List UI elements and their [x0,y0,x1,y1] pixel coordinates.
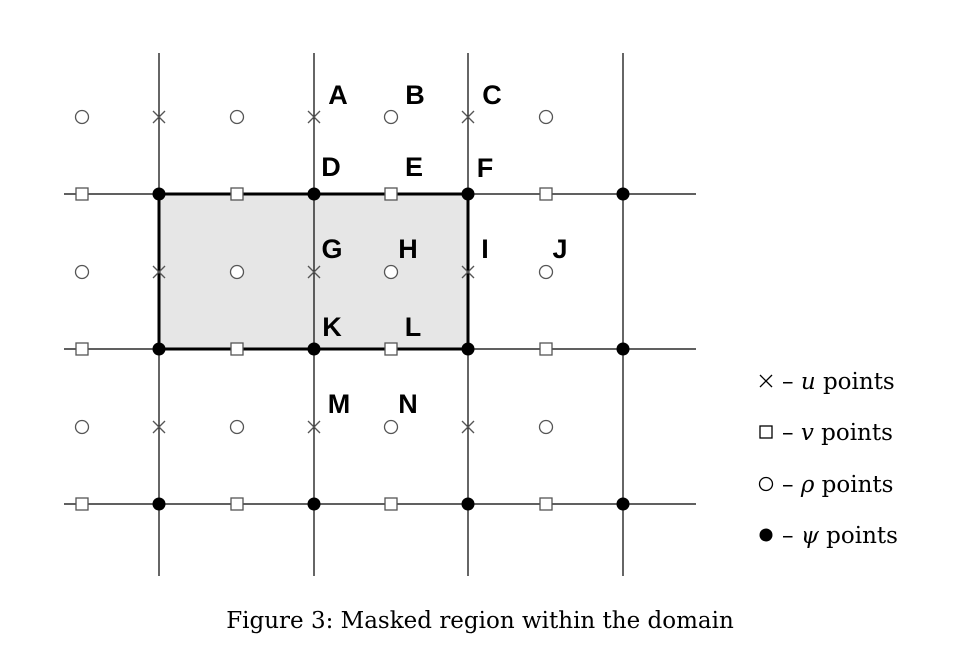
cell-label-b: B [405,80,425,110]
legend-label: – u points [782,369,895,395]
psi-point [307,187,321,201]
legend-text: points [814,472,893,498]
cell-label-f: F [477,153,494,183]
v-point [230,497,244,511]
u-point [461,110,475,124]
cell-label-e: E [405,152,423,182]
cell-label-n: N [398,389,418,419]
rho-point [229,109,245,125]
legend-dash: – [782,472,801,498]
cell-label-c: C [482,80,502,110]
legend-math-symbol: ρ [800,472,815,498]
v-point [539,187,553,201]
psi-point [307,497,321,511]
rho-point [383,109,399,125]
legend-math-symbol: v [801,420,814,446]
rho-point [229,419,245,435]
psi-point [616,497,630,511]
psi-point [307,342,321,356]
rho-point [74,264,90,280]
rho-point [538,264,554,280]
cell-label-i: I [481,234,489,264]
rho-point [538,109,554,125]
u-point [307,265,321,279]
cell-label-h: H [398,234,418,264]
psi-point [616,342,630,356]
figure-caption: Figure 3: Masked region within the domai… [226,608,734,634]
u-point [307,110,321,124]
legend-dash: – [782,420,801,446]
legend-label: – ψ points [782,523,898,549]
v-point [230,187,244,201]
cell-labels-layer: A B C D E F G H I J K L M N [321,80,567,419]
psi-point [152,497,166,511]
rho-symbol-icon [758,476,774,492]
v-point [539,497,553,511]
legend: – u points– v points– ρ points– ψ points [758,369,898,549]
legend-item-u: – u points [759,369,895,395]
legend-label: – v points [782,420,893,446]
v-point [75,497,89,511]
cell-label-g: G [321,234,342,264]
legend-text: points [819,523,898,549]
legend-item-rho: – ρ points [758,472,893,498]
psi-point [152,342,166,356]
rho-point [229,264,245,280]
cell-label-d: D [321,152,341,182]
v-point [539,342,553,356]
legend-item-v: – v points [759,420,893,446]
cell-label-m: M [328,389,351,419]
cell-label-l: L [405,312,422,342]
legend-text: points [814,420,893,446]
u-point [152,110,166,124]
u-symbol-icon [759,374,773,388]
rho-point [74,419,90,435]
psi-point [152,187,166,201]
u-point [152,420,166,434]
legend-math-symbol: u [801,369,816,395]
legend-label: – ρ points [782,472,893,498]
legend-math-symbol: ψ [801,523,820,549]
psi-symbol-icon [759,528,773,542]
grid-points-layer [74,109,630,511]
legend-text: points [816,369,895,395]
rho-point [538,419,554,435]
u-point [152,265,166,279]
v-point [384,497,398,511]
psi-point [461,342,475,356]
legend-item-psi: – ψ points [759,523,898,549]
cell-label-k: K [322,312,342,342]
psi-point [616,187,630,201]
v-point [384,187,398,201]
rho-point [383,419,399,435]
cell-label-j: J [552,234,567,264]
u-point [461,265,475,279]
legend-dash: – [782,369,801,395]
cell-label-a: A [328,80,348,110]
psi-point [461,187,475,201]
psi-point [461,497,475,511]
u-point [307,420,321,434]
rho-point [383,264,399,280]
v-point [75,187,89,201]
rho-point [74,109,90,125]
legend-dash: – [782,523,801,549]
u-point [461,420,475,434]
v-symbol-icon [759,425,773,439]
v-point [384,342,398,356]
v-point [230,342,244,356]
v-point [75,342,89,356]
